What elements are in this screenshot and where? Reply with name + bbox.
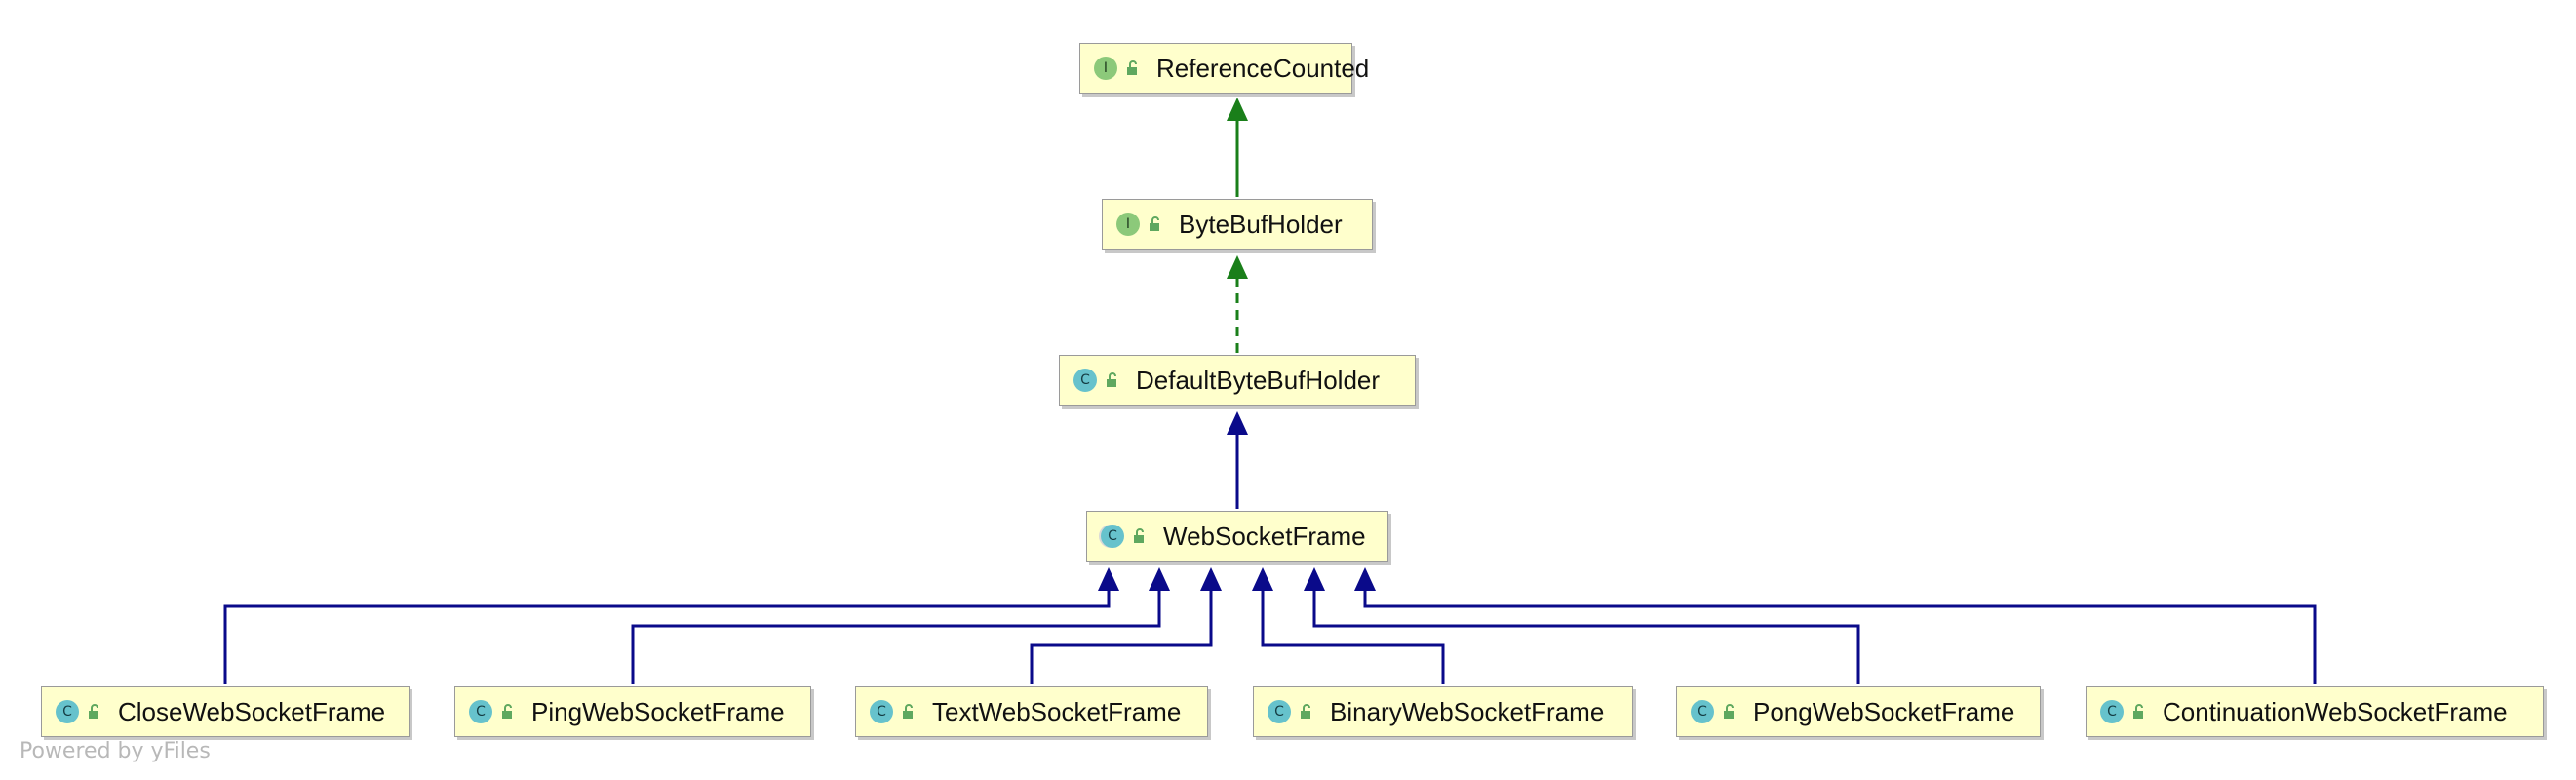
class-icon: C <box>1691 700 1714 723</box>
interface-icon: I <box>1094 57 1117 80</box>
node-defaultbytebufholder[interactable]: C DefaultByteBufHolder <box>1059 355 1416 406</box>
lock-open-icon <box>1301 704 1310 719</box>
lock-open-icon <box>1134 528 1144 543</box>
class-icon: C <box>1073 369 1097 392</box>
class-icon: C <box>2100 700 2124 723</box>
node-label: TextWebSocketFrame <box>932 696 1182 726</box>
class-icon: C <box>56 700 79 723</box>
node-label: DefaultByteBufHolder <box>1136 365 1381 395</box>
node-label: PingWebSocketFrame <box>531 696 785 726</box>
node-label: ReferenceCounted <box>1156 53 1370 83</box>
abstract-class-icon: C <box>1101 525 1124 548</box>
edge-textwebsocketframe-to-websocketframe <box>1030 567 1222 684</box>
node-binarywebsocketframe[interactable]: C BinaryWebSocketFrame <box>1253 686 1633 737</box>
node-referencecounted[interactable]: I ReferenceCounted <box>1079 43 1369 94</box>
node-label: BinaryWebSocketFrame <box>1330 696 1605 726</box>
node-bytebufholder[interactable]: I ByteBufHolder <box>1102 199 1373 250</box>
lock-open-icon <box>502 704 512 719</box>
lock-open-icon <box>2133 704 2143 719</box>
node-pongwebsocketframe[interactable]: C PongWebSocketFrame <box>1676 686 2041 737</box>
class-icon: C <box>1268 700 1291 723</box>
node-label: ByteBufHolder <box>1179 209 1343 239</box>
class-icon: C <box>870 700 893 723</box>
watermark: Powered by yFiles <box>20 739 211 763</box>
edge-continuationwebsocketframe-to-websocketframe <box>1354 567 2317 684</box>
edge-bytebufholder-to-referencecounted <box>1227 98 1248 197</box>
lock-open-icon <box>1724 704 1734 719</box>
lock-open-icon <box>89 704 98 719</box>
node-label: PongWebSocketFrame <box>1753 696 2015 726</box>
node-label: ContinuationWebSocketFrame <box>2163 696 2508 726</box>
node-textwebsocketframe[interactable]: C TextWebSocketFrame <box>855 686 1208 737</box>
node-continuationwebsocketframe[interactable]: C ContinuationWebSocketFrame <box>2086 686 2544 737</box>
node-pingwebsocketframe[interactable]: C PingWebSocketFrame <box>454 686 811 737</box>
edge-binarywebsocketframe-to-websocketframe <box>1252 567 1445 684</box>
lock-open-icon <box>1150 216 1159 231</box>
edge-closewebsocketframe-to-websocketframe <box>223 567 1119 684</box>
edge-pongwebsocketframe-to-websocketframe <box>1304 567 1860 684</box>
edge-websocketframe-to-defaultbytebufholder <box>1227 411 1248 509</box>
node-closewebsocketframe[interactable]: C CloseWebSocketFrame <box>41 686 410 737</box>
node-websocketframe[interactable]: C WebSocketFrame <box>1086 511 1388 562</box>
lock-open-icon <box>1127 60 1137 75</box>
interface-icon: I <box>1116 213 1140 236</box>
class-icon: C <box>469 700 492 723</box>
lock-open-icon <box>1107 372 1116 387</box>
node-label: WebSocketFrame <box>1163 521 1366 551</box>
edge-pingwebsocketframe-to-websocketframe <box>631 567 1170 684</box>
node-label: CloseWebSocketFrame <box>118 696 386 726</box>
lock-open-icon <box>903 704 913 719</box>
edge-defaultbytebufholder-to-bytebufholder <box>1227 255 1248 353</box>
